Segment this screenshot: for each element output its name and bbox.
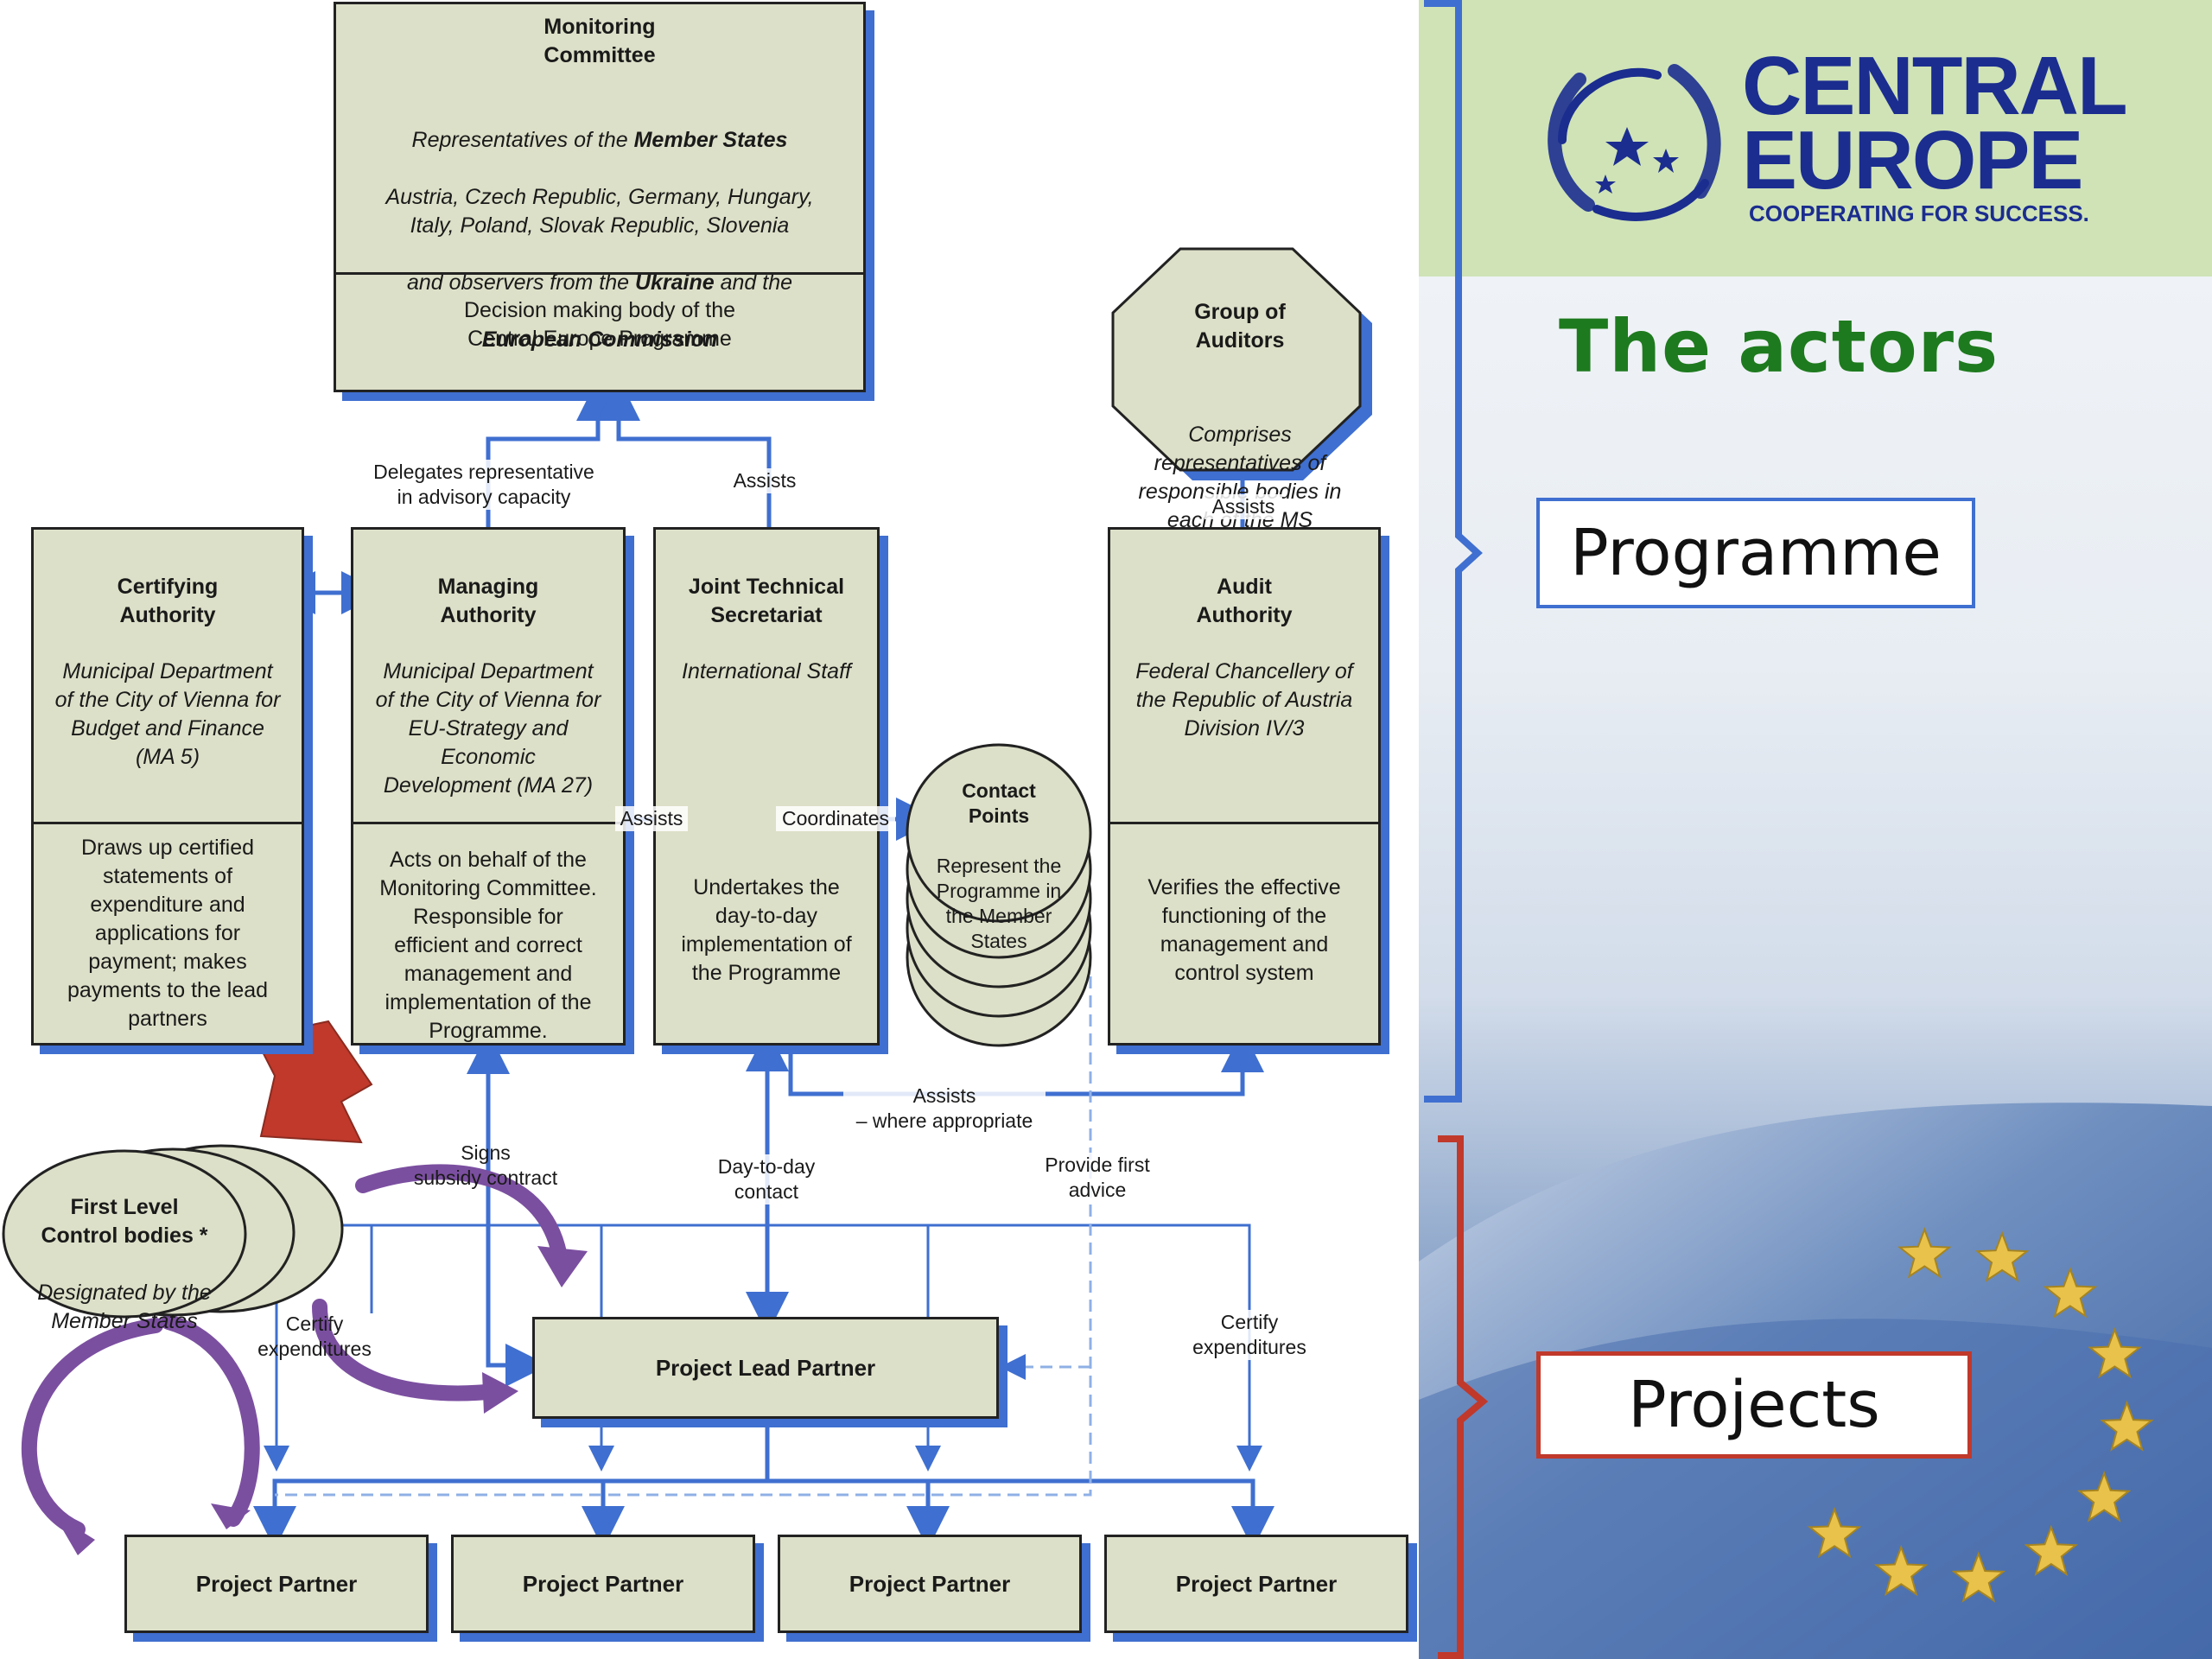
flc-desc: Designated by the Member States (37, 1281, 212, 1333)
flag-star-icon (1897, 1227, 1952, 1279)
audit-authority-role: Verifies the effective functioning of th… (1147, 875, 1341, 985)
label-assists-where-appropriate: Assists – where appropriate (843, 1084, 1046, 1134)
managing-authority-desc: Municipal Department of the City of Vien… (375, 659, 601, 798)
auditors-title: Group of Auditors (1194, 300, 1286, 353)
slide-title: The actors (1559, 304, 1999, 389)
label-first-advice: Provide first advice (1028, 1153, 1166, 1203)
flag-star-icon (1951, 1551, 2006, 1603)
flag-star-icon (1974, 1230, 2030, 1282)
label-day-to-day: Day-to-day contact (703, 1154, 830, 1205)
certifying-authority-role: Draws up certified statements of expendi… (67, 836, 269, 1031)
label-assists-ma: Assists (615, 806, 688, 831)
project-partner-box: Project Partner (124, 1535, 429, 1633)
central-europe-logo-mark (1548, 64, 1721, 221)
certifying-authority-title: Certifying Authority (117, 575, 219, 627)
flc-title: First Level Control bodies * (41, 1195, 208, 1248)
contact-points-stack (906, 743, 1092, 1047)
label-assists-auditors: Assists (1205, 494, 1282, 519)
monitoring-committee-title: Monitoring Committee (543, 15, 656, 67)
audit-authority-box: Audit Authority Federal Chancellery of t… (1108, 527, 1381, 1046)
programme-tag: Programme (1536, 498, 1975, 608)
flag-star-icon (2088, 1326, 2142, 1379)
project-partner-box: Project Partner (778, 1535, 1082, 1633)
project-partner-box: Project Partner (1104, 1535, 1408, 1633)
jts-role: Undertakes the day-to-day implementation… (681, 875, 852, 985)
label-certify-left: Certify expenditures (257, 1313, 372, 1360)
logo-central: CENTRAL (1742, 40, 2128, 132)
audit-authority-title: Audit Authority (1196, 575, 1293, 627)
label-certify-right: Certify expenditures (1179, 1310, 1320, 1360)
flag-star-icon (2100, 1400, 2154, 1452)
joint-technical-secretariat-box: Joint Technical Secretariat Internationa… (653, 527, 880, 1046)
contact-points-title: Contact Points (962, 779, 1036, 827)
certifying-authority-box: Certifying Authority Municipal Departmen… (31, 527, 304, 1046)
managing-authority-title: Managing Authority (437, 575, 539, 627)
label-delegates: Delegates representative in advisory cap… (356, 460, 612, 510)
label-assists-mc: Assists (726, 468, 804, 493)
label-signs-contract: Signs subsidy contract (413, 1141, 558, 1189)
certifying-authority-desc: Municipal Department of the City of Vien… (54, 659, 281, 769)
flag-star-icon (1873, 1544, 1929, 1597)
flag-star-icon (2076, 1471, 2132, 1522)
label-coordinates: Coordinates (776, 806, 895, 831)
logo-europe: EUROPE (1742, 114, 2083, 207)
connector-lines (21, 378, 1274, 1555)
jts-desc: International Staff (682, 659, 851, 683)
jts-title: Joint Technical Secretariat (688, 575, 845, 627)
project-lead-partner-box: Project Lead Partner (532, 1317, 999, 1419)
auditors-octagon (1111, 247, 1372, 480)
first-level-control-stack (2, 1144, 344, 1319)
monitoring-committee-box: Monitoring Committee Representatives of … (334, 2, 866, 392)
red-arrow (253, 1020, 373, 1144)
flag-star-icon (2024, 1524, 2079, 1577)
flag-star-icon (2043, 1266, 2098, 1319)
projects-tag: Projects (1536, 1351, 1972, 1459)
flag-star-icon (1807, 1506, 1862, 1559)
project-partner-box: Project Partner (451, 1535, 755, 1633)
contact-points-desc: Represent the Programme in the Member St… (936, 855, 1062, 952)
logo-tagline: COOPERATING FOR SUCCESS. (1749, 200, 2089, 226)
audit-authority-desc: Federal Chancellery of the Republic of A… (1135, 659, 1353, 741)
monitoring-committee-role: Decision making body of the Central Euro… (463, 298, 736, 351)
brackets (1424, 0, 1489, 1659)
managing-authority-box: Managing Authority Municipal Department … (351, 527, 626, 1046)
managing-authority-role: Acts on behalf of the Monitoring Committ… (379, 848, 597, 1043)
